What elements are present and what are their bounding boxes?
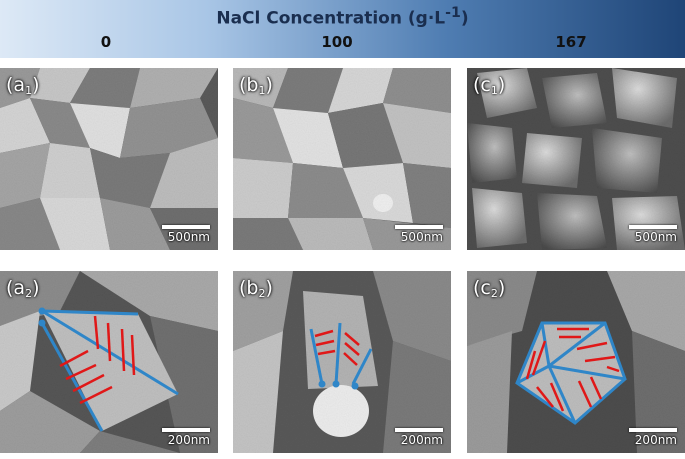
title-superscript: -1 — [445, 5, 461, 21]
scale-bar-b2: 200nm — [395, 428, 443, 447]
panel-label-a2: (a2) — [6, 277, 40, 300]
scale-bar-c1: 500nm — [629, 225, 677, 244]
panel-label-b1: (b1) — [239, 74, 273, 97]
sem-image-a2: (a2) 200nm — [0, 271, 218, 453]
panel-label-a1: (a1) — [6, 74, 40, 97]
crystal-annotation-c2 — [515, 321, 627, 425]
scale-bar-c2: 200nm — [629, 428, 677, 447]
crystal-annotation-b2 — [309, 322, 373, 390]
header-title: NaCl Concentration (g·L-1) — [216, 5, 469, 29]
scale-bar-a1: 500nm — [162, 225, 210, 244]
concentration-label-0: 0 — [100, 33, 112, 51]
concentration-label-100: 100 — [321, 33, 353, 51]
crystal-annotation-a2 — [38, 307, 179, 432]
sem-image-c1: (c1) 500nm — [467, 68, 685, 250]
sem-image-c2: (c2) 200nm — [467, 271, 685, 453]
sem-image-b1: (b1) 500nm — [233, 68, 451, 250]
panel-label-c1: (c1) — [473, 74, 506, 97]
scale-bar-b1: 500nm — [395, 225, 443, 244]
panel-label-b2: (b2) — [239, 277, 273, 300]
concentration-header-bar: NaCl Concentration (g·L-1) 0 100 167 — [0, 0, 685, 58]
sem-image-b2: (b2) 200nm — [233, 271, 451, 453]
concentration-label-167: 167 — [555, 33, 587, 51]
panel-label-c2: (c2) — [473, 277, 506, 300]
scale-bar-a2: 200nm — [162, 428, 210, 447]
sem-image-a1: (a1) 500nm — [0, 68, 218, 250]
